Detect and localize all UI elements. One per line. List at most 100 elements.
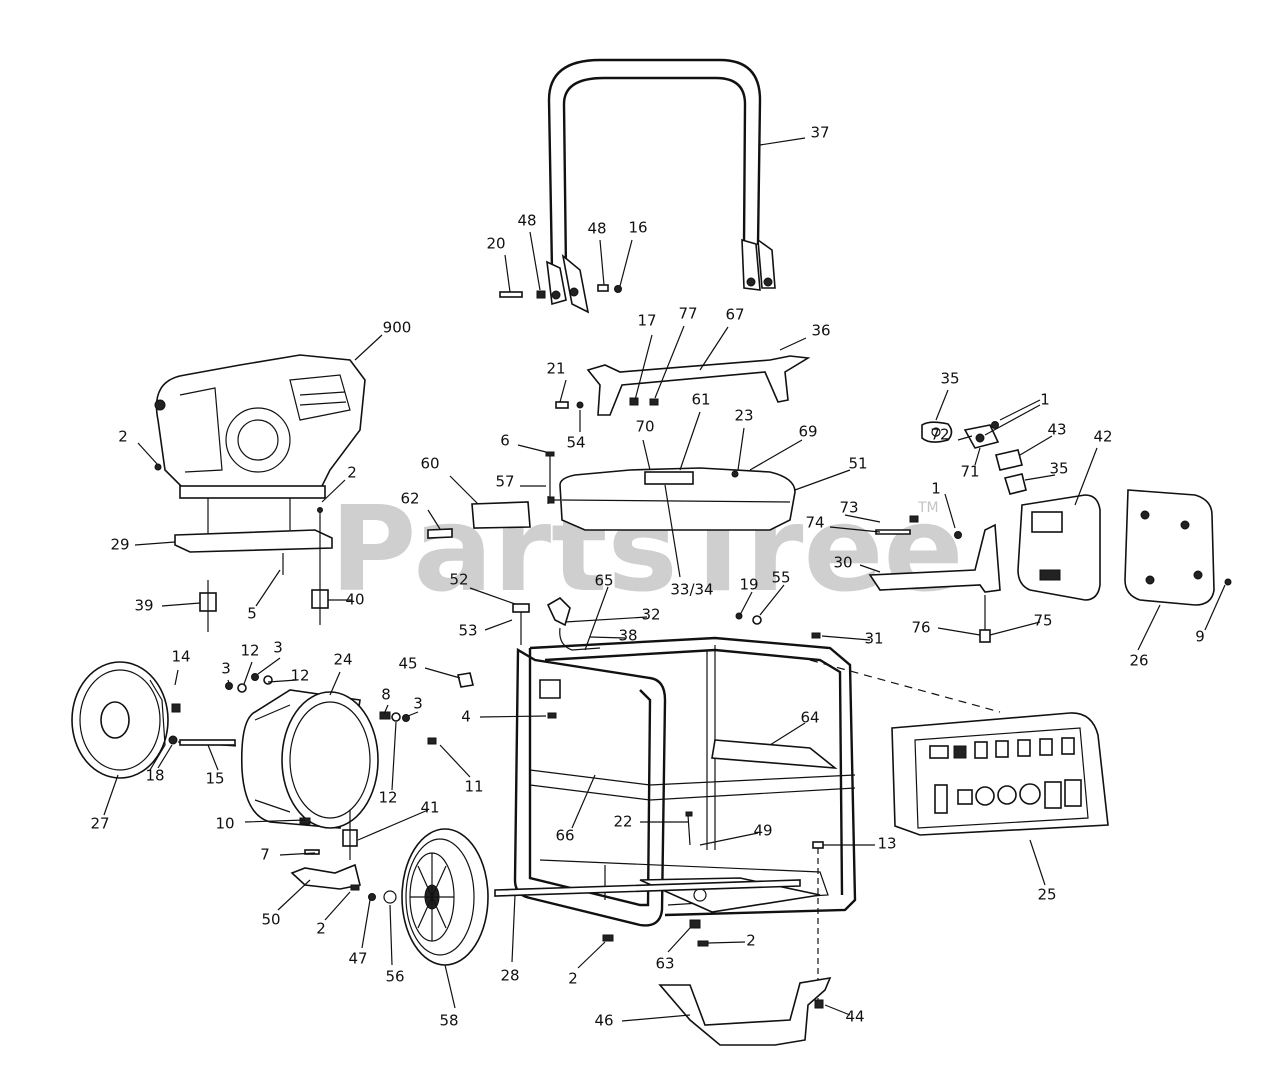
callout-53: 53 — [458, 622, 477, 640]
callout-14: 14 — [171, 648, 190, 666]
callout-67: 67 — [725, 306, 744, 324]
callout-12: 12 — [378, 789, 397, 807]
callout-2: 2 — [568, 970, 578, 988]
callout-57: 57 — [495, 473, 514, 491]
callout-70: 70 — [635, 418, 654, 436]
callout-32: 32 — [641, 606, 660, 624]
callout-58: 58 — [439, 1012, 458, 1030]
stand — [658, 976, 832, 1046]
callout-42: 42 — [1093, 428, 1112, 446]
callout-40: 40 — [345, 591, 364, 609]
callout-77: 77 — [678, 305, 697, 323]
callout-4: 4 — [461, 708, 471, 726]
handle-assembly — [499, 58, 776, 314]
callout-46: 46 — [594, 1012, 613, 1030]
callout-7: 7 — [260, 846, 270, 864]
callout-19: 19 — [739, 576, 758, 594]
callout-16: 16 — [628, 219, 647, 237]
callout-72: 72 — [930, 426, 949, 444]
fuel-tank — [545, 451, 796, 531]
callout-43: 43 — [1047, 421, 1066, 439]
engine-assembly — [154, 354, 366, 499]
callout-69: 69 — [798, 423, 817, 441]
callout-25: 25 — [1037, 886, 1056, 904]
callout-2: 2 — [347, 464, 357, 482]
callout-28: 28 — [500, 967, 519, 985]
callout-20: 20 — [486, 235, 505, 253]
callout-39: 39 — [134, 597, 153, 615]
callout-15: 15 — [205, 770, 224, 788]
callout-61: 61 — [691, 391, 710, 409]
decals — [427, 501, 531, 539]
callout-73: 73 — [839, 499, 858, 517]
engine-base — [174, 498, 333, 632]
callout-54: 54 — [566, 434, 585, 452]
callout-3: 3 — [413, 695, 423, 713]
callout-35: 35 — [1049, 460, 1068, 478]
callout-1: 1 — [1040, 391, 1050, 409]
callout-21: 21 — [546, 360, 565, 378]
callout-48: 48 — [587, 220, 606, 238]
callout-50: 50 — [261, 911, 280, 929]
callout-24: 24 — [333, 651, 352, 669]
callout-37: 37 — [810, 124, 829, 142]
callout-62: 62 — [400, 490, 419, 508]
callout-23: 23 — [734, 407, 753, 425]
callout-3: 3 — [273, 639, 283, 657]
callout-48: 48 — [517, 212, 536, 230]
callout-29: 29 — [110, 536, 129, 554]
callout-33-34: 33/34 — [670, 581, 713, 599]
callout-44: 44 — [845, 1008, 864, 1026]
callout-2: 2 — [316, 920, 326, 938]
callout-12: 12 — [240, 642, 259, 660]
callout-5: 5 — [247, 605, 257, 623]
callout-38: 38 — [618, 627, 637, 645]
callout-6: 6 — [500, 432, 510, 450]
callout-27: 27 — [90, 815, 109, 833]
callout-49: 49 — [753, 822, 772, 840]
callout-12: 12 — [290, 667, 309, 685]
callout-35: 35 — [940, 370, 959, 388]
callout-36: 36 — [811, 322, 830, 340]
end-cover — [71, 661, 181, 779]
callout-76: 76 — [911, 619, 930, 637]
callout-65: 65 — [594, 572, 613, 590]
callout-1: 1 — [931, 480, 941, 498]
wheel — [368, 828, 489, 966]
callout-2: 2 — [746, 932, 756, 950]
callout-66: 66 — [555, 827, 574, 845]
leader-lines — [103, 137, 1226, 1022]
callout-11: 11 — [464, 778, 483, 796]
watermark-trademark: TM — [917, 500, 939, 516]
callout-31: 31 — [864, 630, 883, 648]
callout-75: 75 — [1033, 612, 1052, 630]
callout-9: 9 — [1195, 628, 1205, 646]
callout-52: 52 — [449, 571, 468, 589]
callout-51: 51 — [848, 455, 867, 473]
callout-3: 3 — [221, 660, 231, 678]
callout-41: 41 — [420, 799, 439, 817]
callout-10: 10 — [215, 815, 234, 833]
callout-55: 55 — [771, 569, 790, 587]
callout-63: 63 — [655, 955, 674, 973]
alternator — [177, 673, 437, 891]
callout-22: 22 — [613, 813, 632, 831]
callout-47: 47 — [348, 950, 367, 968]
callout-56: 56 — [385, 968, 404, 986]
muffler-assembly — [868, 421, 1232, 643]
callout-8: 8 — [381, 686, 391, 704]
callout-13: 13 — [877, 835, 896, 853]
callout-18: 18 — [145, 767, 164, 785]
callout-45: 45 — [398, 655, 417, 673]
callout-71: 71 — [960, 463, 979, 481]
callout-26: 26 — [1129, 652, 1148, 670]
callout-2: 2 — [118, 428, 128, 446]
tank-bracket — [555, 355, 811, 416]
frame — [513, 636, 857, 947]
callout-74: 74 — [805, 514, 824, 532]
control-panel — [809, 659, 1109, 836]
callout-30: 30 — [833, 554, 852, 572]
